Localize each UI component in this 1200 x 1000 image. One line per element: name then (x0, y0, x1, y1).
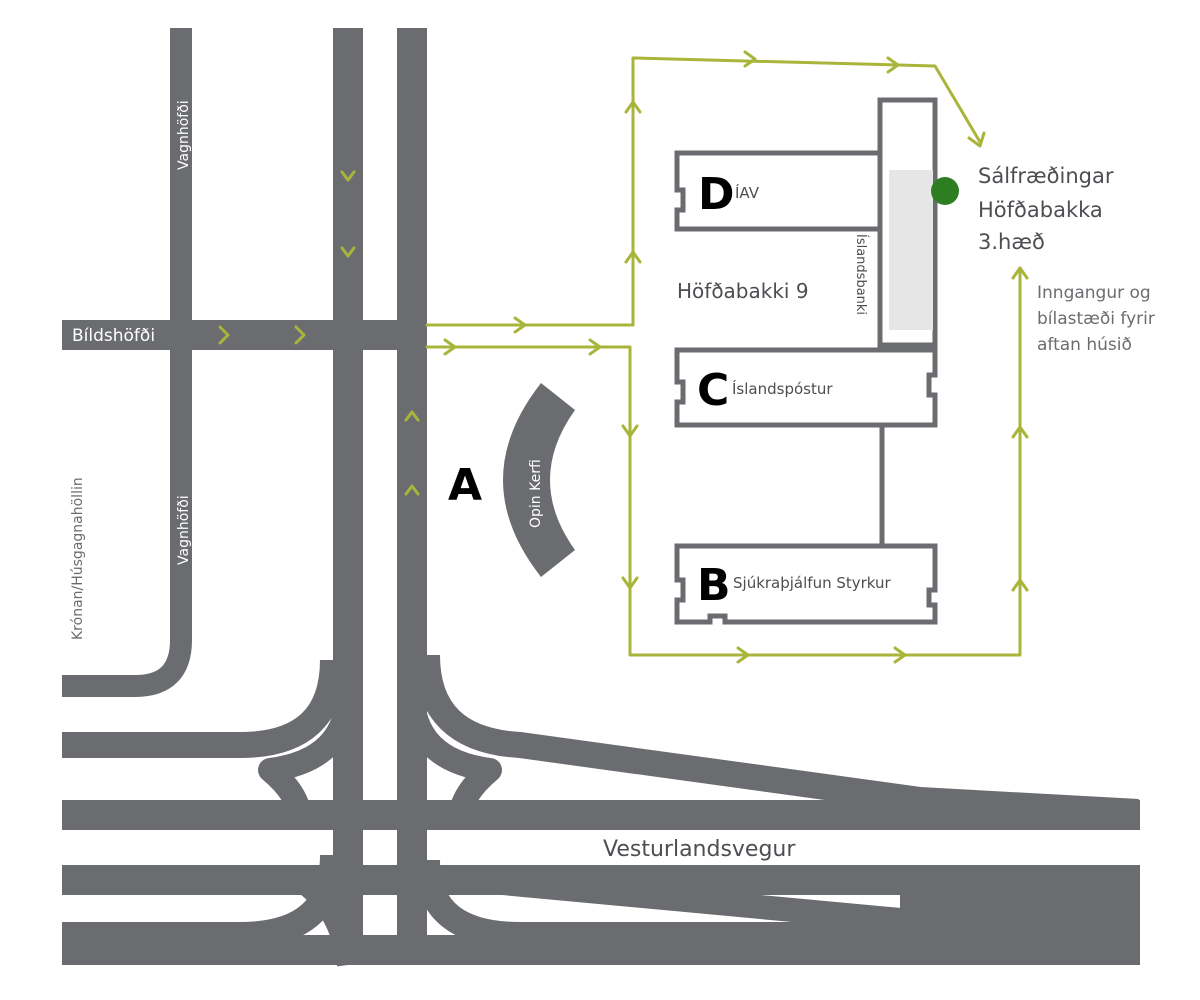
traffic-direction (218, 170, 420, 496)
building-a-tenant: Opin Kerfi (528, 459, 544, 528)
ramp-nw (62, 659, 346, 758)
arrow-up-icon (1011, 266, 1029, 280)
chevron-up-icon (404, 484, 420, 496)
route-south (425, 266, 1022, 657)
arrow-right-icon (588, 338, 602, 356)
connector-tenant: Íslandsbanki (853, 234, 869, 315)
building-b-letter: B (697, 560, 731, 611)
building-b (674, 543, 938, 625)
destination-marker (931, 177, 959, 205)
road-vesturlandsvegur-north (62, 800, 1140, 830)
arrow-up-icon (624, 250, 642, 264)
arrow-up-icon (624, 100, 642, 114)
arrow-up-icon (1011, 425, 1029, 439)
destination-line1: Sálfræðingar (978, 164, 1114, 188)
label-kronan: Krónan/Húsgagnahöllin (70, 477, 86, 640)
arrow-down-icon (621, 424, 639, 438)
chevron-right-icon (218, 325, 230, 345)
building-c (674, 347, 938, 428)
building-complex (503, 97, 959, 625)
entrance-note-line2: bílastæði fyrir (1037, 309, 1155, 329)
arrow-right-icon (513, 316, 527, 334)
road-bildshofdi (62, 320, 427, 350)
entrance-note-line3: aftan húsið (1037, 335, 1132, 355)
label-vagnhofdi-bottom: Vagnhöfði (176, 495, 192, 565)
building-b-tenant: Sjúkraþjálfun Styrkur (733, 574, 892, 592)
arrow-right-icon (736, 646, 750, 664)
map-labels: Bíldshöfði Vagnhöfði Vagnhöfði Höfðabakk… (70, 100, 1155, 862)
route-north (425, 56, 982, 327)
chevron-right-icon (294, 325, 306, 345)
arrow-right-icon (886, 56, 900, 74)
arrow-right-icon (743, 50, 757, 68)
destination-line2: Höfðabakka (978, 198, 1103, 222)
arrow-down-icon (967, 131, 986, 148)
destination-highlight (889, 170, 933, 330)
label-hofdabakki: Höfðabakki (375, 491, 391, 570)
building-d-tenant: ÍAV (735, 183, 760, 202)
ramp-ne (414, 654, 1139, 825)
arrow-up-icon (1011, 578, 1029, 592)
arrow-right-icon (893, 646, 907, 664)
label-bildshofdi: Bíldshöfði (72, 326, 155, 346)
building-a-arc (503, 383, 575, 577)
building-c-tenant: Íslandspóstur (732, 379, 833, 398)
destination-line3: 3.hæð (978, 230, 1045, 254)
road-vagnhofdi (62, 28, 192, 697)
chevron-up-icon (404, 410, 420, 422)
label-vagnhofdi-top: Vagnhöfði (176, 100, 192, 170)
label-vesturlandsvegur: Vesturlandsvegur (603, 837, 796, 862)
building-d-letter: D (698, 169, 735, 220)
building-c-letter: C (697, 365, 729, 416)
driving-route (425, 50, 1029, 664)
building-d (674, 150, 883, 232)
entrance-note-line1: Inngangur og (1037, 283, 1151, 303)
road-merge-wedge (62, 865, 1140, 965)
building-a-letter: A (448, 460, 482, 511)
address-label: Höfðabakki 9 (677, 279, 809, 303)
chevron-down-icon (340, 246, 356, 258)
arrow-down-icon (621, 576, 639, 590)
road-network (62, 28, 1140, 967)
chevron-down-icon (340, 170, 356, 182)
arrow-right-icon (443, 338, 457, 356)
